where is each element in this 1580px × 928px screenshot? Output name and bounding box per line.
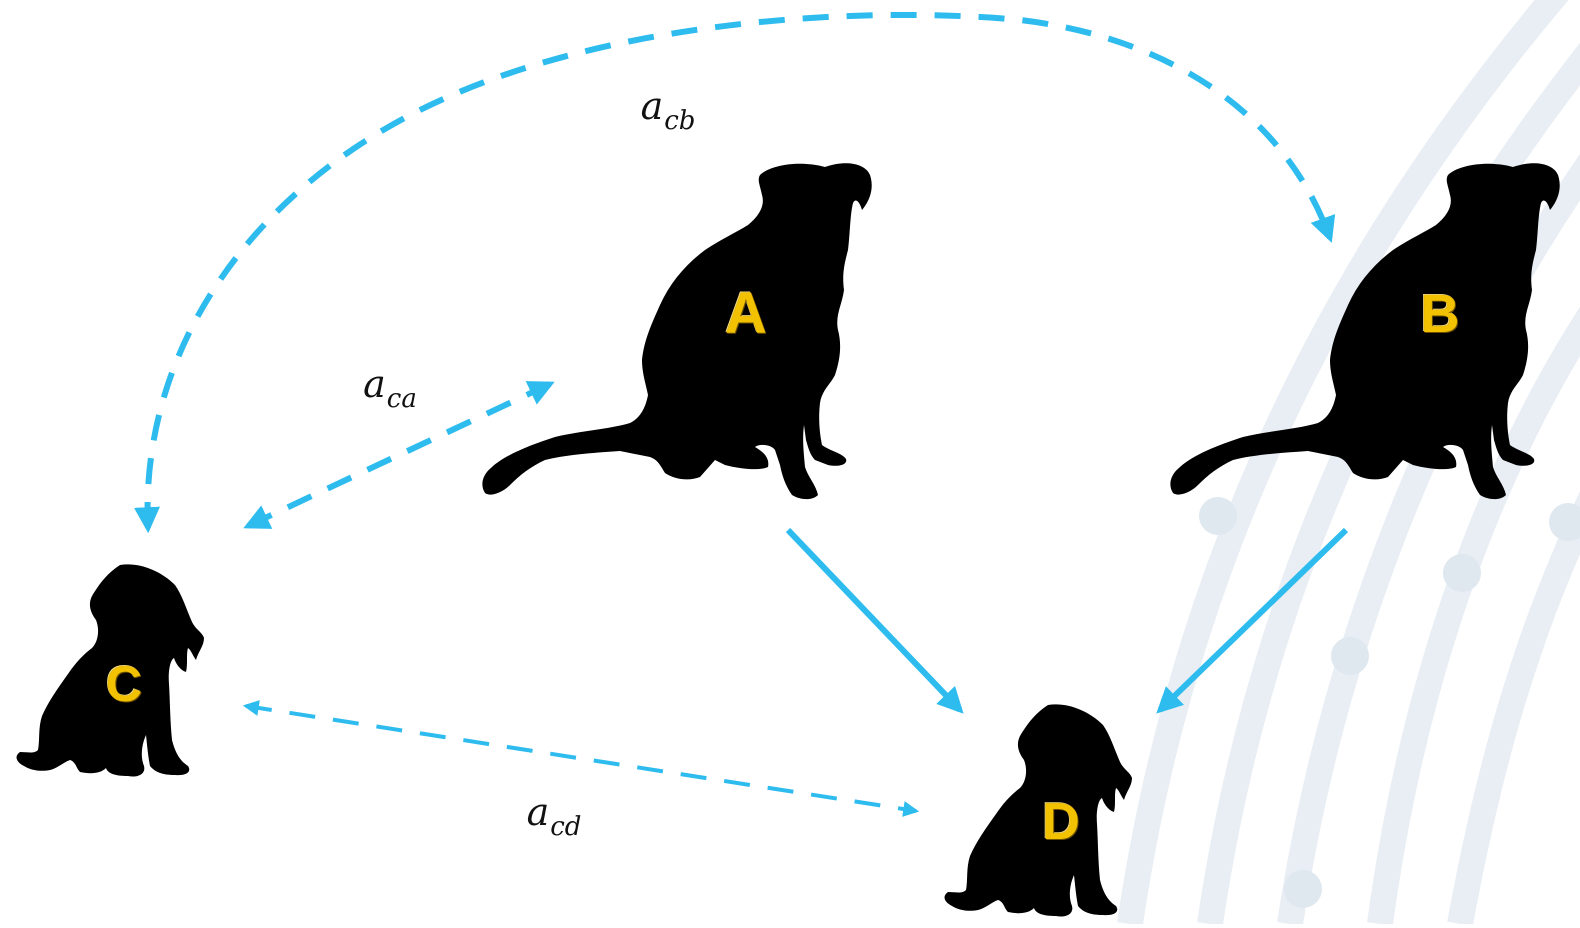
node-label-a: A (725, 281, 767, 346)
edge-label-cb: acb (641, 84, 696, 136)
edge-cb (134, 11, 1336, 534)
node-label-d: D (1042, 793, 1080, 851)
edge-ad (785, 527, 964, 714)
edge-label-cb-base: a (640, 84, 664, 128)
edge-label-ca: aca (363, 362, 417, 414)
edge-label-cd-subscript: cd (550, 812, 582, 842)
node-label-b: B (1420, 284, 1460, 344)
edge-ca (243, 381, 555, 529)
edge-cd (242, 700, 920, 817)
edge-label-cb-subscript: cb (664, 106, 696, 136)
edge-bd (1156, 527, 1349, 714)
edge-label-ca-base: a (363, 362, 386, 406)
edge-label-cd: acd (527, 790, 582, 842)
edge-label-ca-subscript: ca (386, 384, 417, 414)
edge-label-cd-base: a (526, 790, 550, 834)
dog-a-silhouette (482, 163, 872, 500)
puppy-d-silhouette (944, 704, 1132, 917)
node-label-c: C (105, 656, 143, 712)
dog-b-silhouette (1170, 163, 1560, 500)
